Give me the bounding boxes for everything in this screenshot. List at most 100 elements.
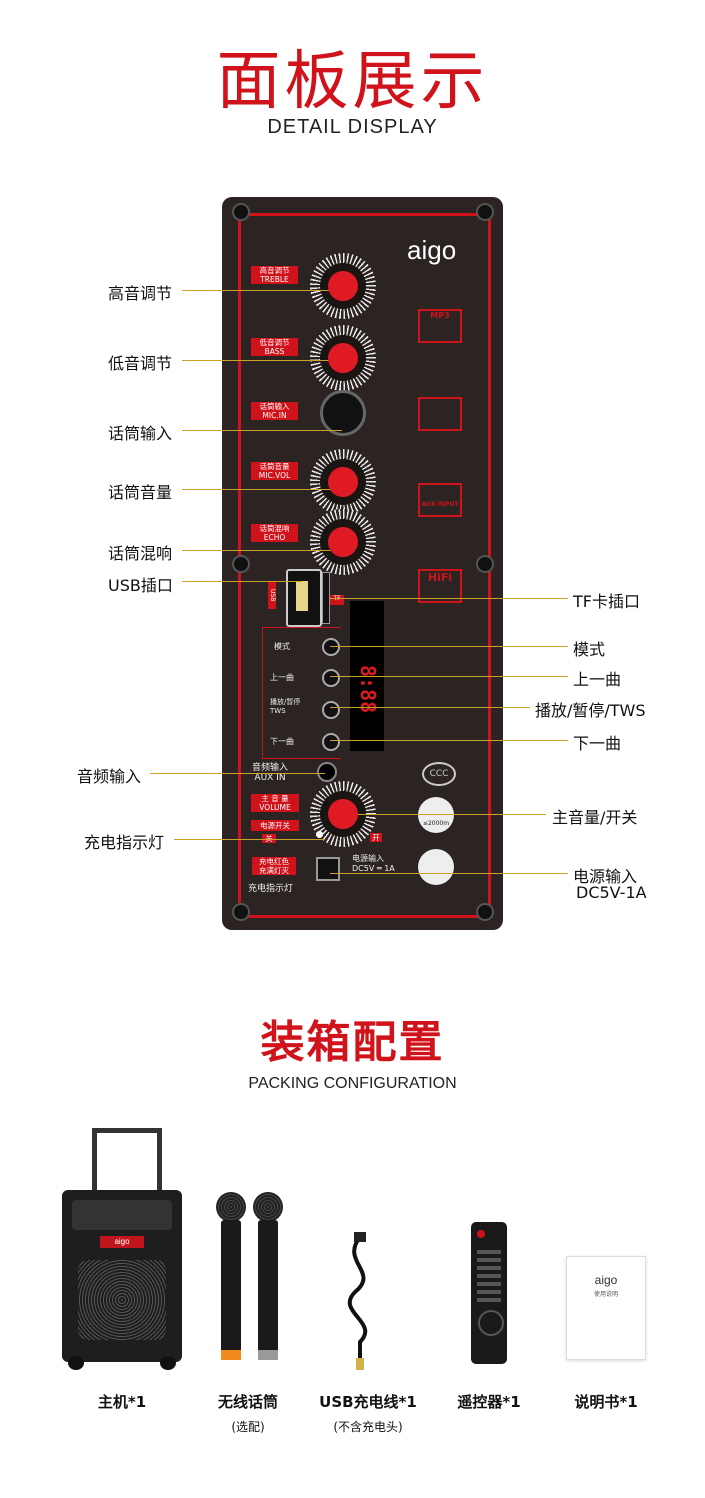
leader-line	[330, 707, 530, 708]
treble-knob-cap	[328, 271, 358, 301]
dc-label-cn: 电源输入	[352, 854, 384, 863]
usb-cable-image	[347, 1232, 368, 1370]
treble-label-en: TREBLE	[260, 275, 289, 284]
speaker-image: aigo	[62, 1128, 182, 1370]
aux-label: 音频输入 AUX IN	[252, 760, 288, 783]
altitude-icon: ≤2000m	[418, 797, 454, 833]
trolley-handle	[92, 1128, 162, 1203]
leader-line	[182, 430, 342, 431]
play-pause-button[interactable]	[322, 701, 340, 719]
hifi-icon-text: HiFi	[427, 571, 453, 584]
callout-echo: 话筒混响	[108, 544, 173, 563]
usb-port-contacts	[296, 581, 308, 611]
microphone-image	[215, 1192, 247, 1362]
next-button[interactable]	[322, 733, 340, 751]
main-volume-knob-cap	[328, 799, 358, 829]
callout-bass: 低音调节	[108, 354, 173, 373]
remote-image	[471, 1222, 507, 1364]
speaker-grille	[78, 1260, 166, 1340]
leader-line	[330, 676, 568, 677]
altitude-text: ≤2000m	[422, 820, 450, 827]
callout-prev: 上一曲	[573, 670, 622, 689]
play-label: 播放/暂停 TWS	[270, 697, 300, 715]
leader-line	[330, 646, 568, 647]
leader-line	[182, 360, 342, 361]
leader-line	[330, 598, 568, 599]
treble-label: 高音调节 TREBLE	[251, 266, 298, 284]
callout-play-pause: 播放/暂停/TWS	[535, 701, 646, 720]
item-caption: 主机*1	[97, 1393, 147, 1411]
mic-vol-label-en: MIC.VOL	[258, 471, 291, 480]
volume-label-en: VOLUME	[259, 803, 291, 812]
play-label-en: TWS	[270, 707, 286, 715]
mic-body	[258, 1220, 278, 1360]
leader-line	[182, 489, 342, 490]
tf-card-slot[interactable]	[322, 572, 330, 624]
bass-label-cn: 低音调节	[259, 338, 290, 347]
aux-input-icon-text: AUX INPUT	[421, 501, 459, 508]
aux-input-icon: AUX INPUT	[418, 483, 462, 517]
charge-indicator-label: 充电指示灯	[248, 884, 294, 894]
mic-ring	[258, 1350, 278, 1360]
leader-line	[182, 290, 342, 291]
treble-label-cn: 高音调节	[259, 266, 290, 275]
volume-label: 主 音 量 VOLUME	[251, 794, 299, 812]
item-note: (不含充电头)	[333, 1420, 403, 1434]
charge-label-line1: 充电红色	[259, 857, 289, 866]
leader-line	[330, 740, 568, 741]
mic-in-label: 话筒输入 MIC.IN	[251, 402, 298, 420]
leader-line	[330, 873, 568, 874]
mic-head	[216, 1192, 246, 1222]
prev-label: 上一曲	[270, 673, 294, 682]
leader-line	[174, 839, 324, 840]
speaker-logo: aigo	[100, 1236, 144, 1248]
mp3-icon-text: MP3	[430, 311, 450, 320]
echo-label: 话筒混响 ECHO	[251, 524, 298, 542]
screw-icon	[232, 203, 250, 221]
off-label: 关	[262, 834, 276, 843]
volume-label-cn: 主 音 量	[261, 794, 289, 803]
mode-button[interactable]	[322, 638, 340, 656]
prev-button[interactable]	[322, 669, 340, 687]
on-label: 开	[370, 833, 382, 842]
aux-in-jack[interactable]	[317, 762, 337, 782]
remote-power-button	[477, 1230, 485, 1238]
no-tropical-icon	[418, 849, 454, 885]
bass-label: 低音调节 BASS	[251, 338, 298, 356]
mp3-icon: MP3	[418, 309, 462, 343]
manual-brand: aigo	[594, 1273, 618, 1287]
callout-usb: USB插口	[108, 576, 173, 595]
callout-next: 下一曲	[573, 734, 622, 753]
usb-port[interactable]	[286, 569, 322, 627]
leader-line	[348, 814, 546, 815]
control-panel: aigo 高音调节 TREBLE 低音调节 BASS 话筒输入 MIC.IN 话…	[222, 197, 503, 930]
mic-in-jack[interactable]	[320, 390, 366, 436]
remote-dpad	[478, 1310, 504, 1336]
screw-icon	[476, 903, 494, 921]
item-caption: 无线话筒	[217, 1393, 278, 1411]
dc-input-port[interactable]	[316, 857, 340, 881]
callout-mic-volume: 话筒音量	[108, 483, 173, 502]
aux-label-en: AUX IN	[254, 773, 286, 783]
manual-image: aigo 使用说明	[566, 1256, 646, 1360]
hifi-icon: HiFi	[418, 569, 462, 603]
section2-title-cn: 装箱配置	[260, 1017, 445, 1068]
item-caption: 说明书*1	[574, 1393, 638, 1411]
dc-label-spec: DC5V ═ 1A	[352, 864, 395, 873]
leader-line	[182, 550, 342, 551]
bass-label-en: BASS	[264, 347, 285, 356]
callout-tf-card: TF卡插口	[573, 592, 640, 611]
echo-knob-cap	[328, 527, 358, 557]
callout-power-spec: DC5V-1A	[576, 883, 647, 902]
callout-treble: 高音调节	[108, 284, 173, 303]
button-group-frame	[262, 627, 341, 759]
aux-label-cn: 音频输入	[252, 763, 289, 773]
mic-in-label-en: MIC.IN	[262, 411, 287, 420]
charge-label-line2: 充满灯灭	[259, 866, 289, 875]
mic-ring	[221, 1350, 241, 1360]
brand-logo: aigo	[407, 235, 457, 265]
manual-title: 使用说明	[593, 1291, 618, 1298]
callout-mode: 模式	[573, 640, 606, 659]
ccc-icon: CCC	[422, 762, 456, 786]
speaker-body: aigo	[62, 1190, 182, 1362]
